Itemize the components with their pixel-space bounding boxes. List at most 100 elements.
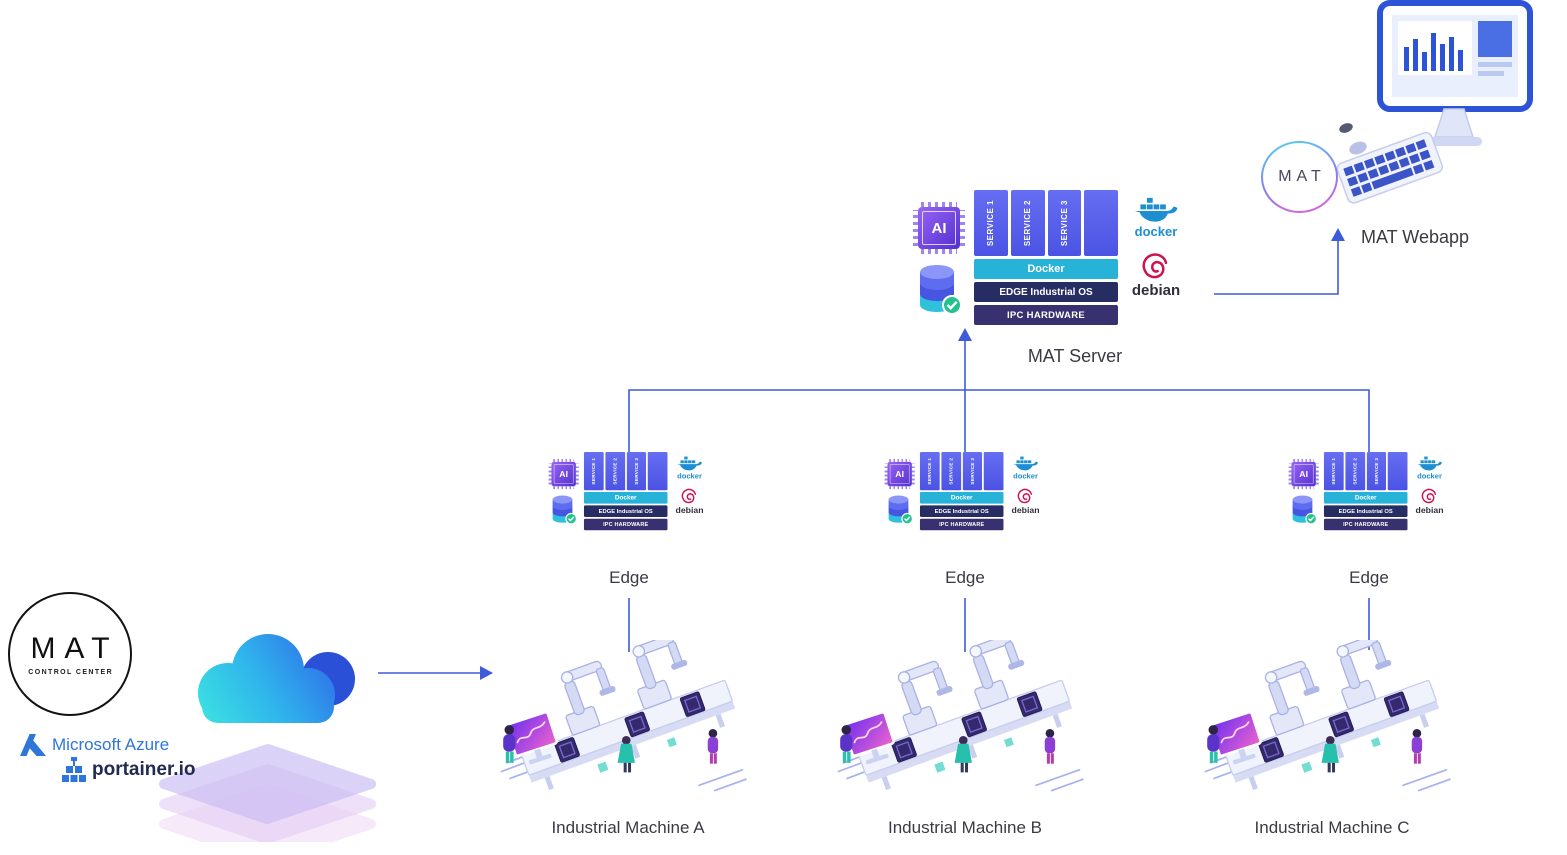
- layered-sheets-illustration: [159, 744, 376, 842]
- stack-layers: SERVICE 1 SERVICE 2 SERVICE 3 Docker EDG…: [974, 190, 1118, 325]
- docker-wordmark: docker: [677, 471, 702, 481]
- arrowhead-up: [1331, 228, 1345, 241]
- stack-icon-column: AI: [912, 190, 966, 325]
- edge-stack-3: AI SERVICE 1 SERVICE 2 SERVI: [1288, 452, 1566, 587]
- docker-whale-icon: [1417, 456, 1442, 471]
- chip-pins: [1293, 486, 1315, 490]
- service-bar-1: SERVICE 1: [974, 190, 1008, 256]
- mat-logo-text: MAT: [1278, 168, 1326, 185]
- azure-label: Microsoft Azure: [52, 735, 170, 754]
- azure-brand: Microsoft Azure: [20, 734, 169, 756]
- stack-layers: SERVICE 1 SERVICE 2 SERVICE 3 Docker EDG…: [1323, 452, 1408, 531]
- chip-pins: [921, 202, 957, 207]
- chip-pins: [553, 486, 575, 490]
- service-bar-3: SERVICE 3: [962, 452, 983, 491]
- chip-pins: [548, 463, 552, 485]
- phone-icon: [1339, 123, 1353, 133]
- stack-icon-column: AI: [884, 452, 915, 530]
- debian-swirl-icon: [1142, 253, 1168, 279]
- hardware-layer: IPC HARDWARE: [974, 305, 1118, 325]
- os-layer: EDGE Industrial OS: [974, 282, 1118, 302]
- control-center-title: MAT: [30, 632, 119, 665]
- database-icon: [888, 495, 913, 525]
- webapp-label: MAT Webapp: [1360, 227, 1470, 247]
- service-bar-2: SERVICE 2: [1345, 452, 1365, 491]
- monitor-icon: [1377, 0, 1533, 146]
- stack-icon-column: AI: [548, 452, 579, 530]
- machine-label-b: Industrial Machine B: [887, 818, 1043, 837]
- stack-layers: SERVICE 1 SERVICE 2 SERVICE 3 Docker EDG…: [583, 452, 668, 531]
- os-layer: EDGE Industrial OS: [1323, 505, 1408, 517]
- chip-pins: [960, 210, 965, 246]
- mat-server-stack: AI SERVICE 1 SERVICE 2 SERVI: [912, 190, 1190, 325]
- service-bar-4: [983, 452, 1004, 491]
- software-stack: AI SERVICE 1 SERVICE 2 SERVI: [912, 190, 1190, 325]
- hardware-layer: IPC HARDWARE: [1323, 518, 1408, 531]
- arrowhead-right: [480, 666, 493, 680]
- stack-logo-column: docker debian: [1412, 452, 1447, 530]
- service-bar-3: SERVICE 3: [626, 452, 647, 491]
- machine-label-a: Industrial Machine A: [551, 818, 705, 837]
- docker-layer: Docker: [974, 259, 1118, 279]
- debian-wordmark: debian: [1131, 282, 1181, 299]
- arrowhead-up: [958, 328, 972, 341]
- edge-stack-1: AI SERVICE 1 SERVICE 2 SERVI: [548, 452, 826, 587]
- service-bar-1: SERVICE 1: [1323, 452, 1344, 491]
- edge-bus-line: [628, 389, 1370, 452]
- edge-stack-2: AI SERVICE 1 SERVICE 2 SERVI: [884, 452, 1162, 587]
- os-layer: EDGE Industrial OS: [583, 505, 668, 517]
- industrial-machine-c-illustration: [1202, 640, 1462, 812]
- mat-control-center-logo: MAT CONTROL CENTER: [8, 592, 132, 716]
- debian-wordmark: debian: [675, 505, 704, 516]
- edge-label-2: Edge: [945, 568, 985, 587]
- ai-chip-icon: AI: [548, 458, 579, 490]
- machine-label-c: Industrial Machine C: [1254, 818, 1410, 837]
- edge-label-3: Edge: [1349, 568, 1389, 587]
- ai-chip-icon: AI: [884, 458, 915, 490]
- docker-logo: docker: [1416, 455, 1443, 480]
- docker-whale-icon: [677, 456, 702, 471]
- docker-whale-icon: [1013, 456, 1038, 471]
- debian-logo: debian: [1416, 487, 1444, 515]
- server-to-webapp-line: [1214, 238, 1339, 295]
- docker-layer: Docker: [583, 492, 668, 504]
- debian-wordmark: debian: [1415, 505, 1444, 516]
- database-icon: [552, 495, 577, 525]
- stack-icon-column: AI: [1288, 452, 1319, 530]
- debian-swirl-icon: [1017, 488, 1033, 504]
- docker-layer: Docker: [1323, 492, 1408, 504]
- ai-chip-label: AI: [559, 469, 569, 479]
- chip-pins: [913, 210, 918, 246]
- debian-wordmark: debian: [1011, 505, 1040, 516]
- chip-pins: [575, 463, 579, 485]
- keyboard-icon: [1336, 131, 1444, 204]
- docker-wordmark: docker: [1134, 224, 1178, 239]
- chip-pins: [889, 458, 911, 462]
- portainer-label: portainer.io: [92, 759, 196, 780]
- docker-whale-icon: [1134, 197, 1178, 222]
- service-bar-4: [647, 452, 668, 491]
- docker-wordmark: docker: [1417, 471, 1442, 481]
- stack-layers: SERVICE 1 SERVICE 2 SERVICE 3 Docker EDG…: [919, 452, 1004, 531]
- database-icon: [920, 265, 962, 315]
- ai-chip-label: AI: [895, 469, 905, 479]
- software-stack: AI SERVICE 1 SERVICE 2 SERVI: [884, 452, 1045, 531]
- database-icon: [1292, 495, 1317, 525]
- chip-pins: [1288, 463, 1292, 485]
- control-center-subtitle: CONTROL CENTER: [28, 669, 114, 676]
- industrial-machine-a-illustration: [498, 640, 758, 812]
- docker-logo: docker: [1012, 455, 1039, 480]
- ai-chip-label: AI: [931, 219, 947, 237]
- ai-chip-label: AI: [1299, 469, 1309, 479]
- chip-pins: [553, 458, 575, 462]
- cloud-icon: [198, 634, 355, 723]
- service-bar-2: SERVICE 2: [605, 452, 625, 491]
- mat-webapp-logo: MAT: [1261, 141, 1338, 213]
- stack-logo-column: docker debian: [1126, 190, 1186, 325]
- ai-chip-icon: AI: [1288, 458, 1319, 490]
- docker-logo: docker: [1133, 196, 1179, 239]
- industrial-machine-b-illustration: [835, 640, 1095, 812]
- azure-logo-icon: [20, 734, 46, 756]
